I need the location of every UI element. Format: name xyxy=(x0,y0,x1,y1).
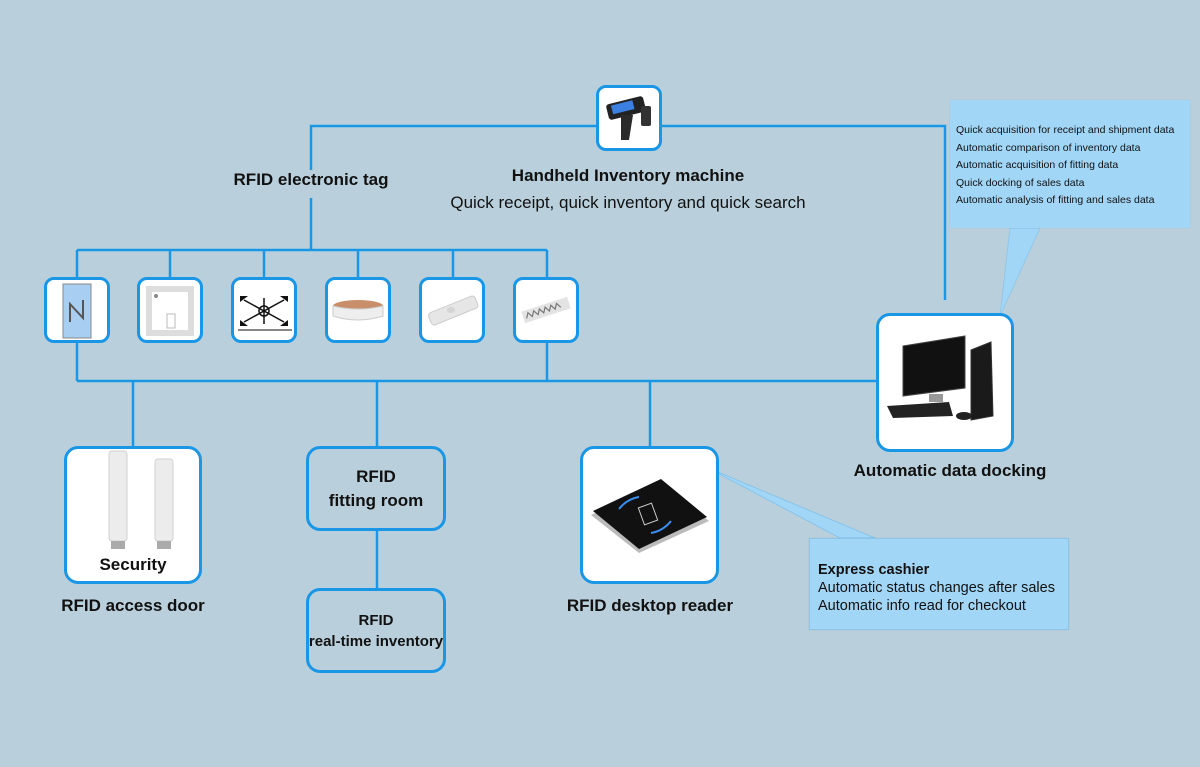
realtime-inventory-line1: RFID xyxy=(358,611,394,629)
callout-tail-top xyxy=(999,227,1041,317)
handheld-scanner-icon xyxy=(606,96,651,140)
fitting-room-box[interactable]: RFID fitting room xyxy=(306,446,446,531)
fitting-room-line1: RFID xyxy=(356,466,396,486)
callout-item: Automatic status changes after sales xyxy=(818,580,1055,596)
callout-item: Automatic acquisition of fitting data xyxy=(956,159,1119,171)
desktop-card-reader-icon xyxy=(591,479,709,553)
realtime-inventory-box[interactable]: RFID real-time inventory xyxy=(306,588,446,673)
tag-card[interactable] xyxy=(231,277,297,343)
data-docking-title: Automatic data docking xyxy=(853,461,1047,480)
connector-top xyxy=(309,124,947,300)
rfid-card-tag-icon xyxy=(62,283,92,339)
security-gates-icon xyxy=(108,450,174,549)
access-door-card[interactable]: Security xyxy=(64,446,202,584)
handheld-title: Handheld Inventory machine xyxy=(511,166,745,185)
tag-card[interactable] xyxy=(419,277,485,343)
tag-card[interactable] xyxy=(44,277,110,343)
desktop-reader-card[interactable] xyxy=(580,446,719,584)
dipole-antenna-tag-icon xyxy=(238,296,292,331)
data-docking-card[interactable] xyxy=(876,313,1014,452)
callout-item: Quick acquisition for receipt and shipme… xyxy=(956,124,1175,136)
desktop-computer-icon xyxy=(887,335,994,421)
rfid-tag-title: RFID electronic tag xyxy=(233,170,389,189)
label-roll-tag-icon xyxy=(332,300,384,321)
square-inlay-tag-icon xyxy=(146,286,194,336)
access-door-title: RFID access door xyxy=(61,596,205,615)
tag-card[interactable] xyxy=(513,277,579,343)
desktop-reader-title: RFID desktop reader xyxy=(566,596,734,615)
callout-item: Quick docking of sales data xyxy=(956,176,1085,189)
laundry-tag-icon xyxy=(427,295,479,326)
fitting-room-line2: fitting room xyxy=(328,490,424,510)
callout-item: Automatic info read for checkout xyxy=(818,598,1026,614)
callout-item: Automatic analysis of fitting and sales … xyxy=(956,194,1155,206)
handheld-card[interactable] xyxy=(596,85,662,151)
callout-item: Automatic comparison of inventory data xyxy=(956,141,1141,154)
tag-card[interactable] xyxy=(325,277,391,343)
express-cashier-callout: Express cashier Automatic status changes… xyxy=(809,538,1069,630)
access-door-inner-label: Security xyxy=(99,555,167,574)
handheld-subtitle: Quick receipt, quick inventory and quick… xyxy=(450,193,806,212)
uhf-inlay-tag-icon xyxy=(521,296,571,324)
realtime-inventory-line2: real-time inventory xyxy=(308,632,444,650)
tag-card[interactable] xyxy=(137,277,203,343)
callout-title: Express cashier xyxy=(818,562,930,578)
data-docking-callout: Quick acquisition for receipt and shipme… xyxy=(950,100,1190,228)
